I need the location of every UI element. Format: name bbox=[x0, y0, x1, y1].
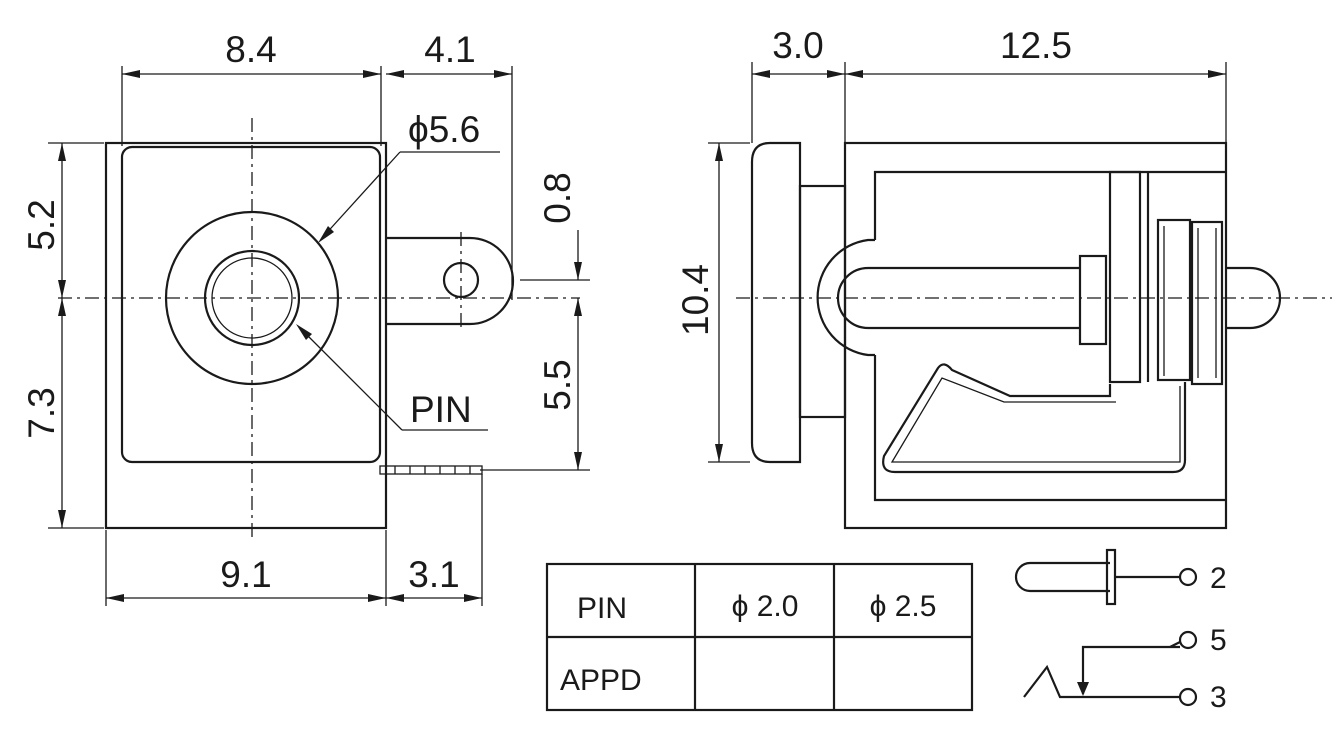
dim-5-2: 5.2 bbox=[21, 199, 62, 250]
dim-3-0: 3.0 bbox=[772, 25, 823, 66]
table-header-phi-2-5: ϕ 2.5 bbox=[870, 590, 937, 623]
pin-label-2: 2 bbox=[1210, 562, 1227, 595]
pin-collar bbox=[1078, 254, 1108, 346]
schematic-symbol: 2 5 3 bbox=[1014, 548, 1227, 714]
side-body bbox=[843, 141, 1228, 530]
side-view: 3.0 12.5 10.4 bbox=[675, 25, 1332, 530]
pin-callout-label: PIN bbox=[410, 389, 472, 430]
front-face bbox=[120, 145, 382, 464]
dim-7-3: 7.3 bbox=[21, 387, 62, 438]
dim-3-1: 3.1 bbox=[408, 554, 459, 595]
terminal-5 bbox=[1178, 630, 1198, 650]
table-row-appd: APPD bbox=[560, 664, 642, 697]
dim-4-1: 4.1 bbox=[424, 29, 475, 70]
pin-table: PIN ϕ 2.0 ϕ 2.5 APPD bbox=[545, 562, 974, 712]
pin-label-5: 5 bbox=[1210, 624, 1227, 657]
dim-12-5: 12.5 bbox=[1000, 25, 1072, 66]
dim-5-5: 5.5 bbox=[537, 359, 578, 410]
dim-0-8: 0.8 bbox=[537, 172, 578, 223]
spring-contact bbox=[882, 363, 1187, 474]
front-view: 8.4 4.1 ϕ5.6 5.2 7.3 0.8 5.5 PIN bbox=[21, 29, 590, 606]
dim-8-4: 8.4 bbox=[225, 29, 276, 70]
dim-10-4: 10.4 bbox=[675, 264, 716, 336]
dim-9-1: 9.1 bbox=[220, 554, 271, 595]
front-tab bbox=[385, 236, 515, 326]
pin-label-3: 3 bbox=[1210, 681, 1227, 714]
front-body-outline bbox=[104, 141, 388, 530]
table-header-phi-2-0: ϕ 2.0 bbox=[732, 590, 799, 623]
terminal-3 bbox=[1178, 687, 1198, 707]
side-flange bbox=[750, 141, 802, 464]
side-cavity bbox=[873, 170, 1226, 502]
dim-phi-5-6: ϕ5.6 bbox=[408, 109, 480, 150]
table-header-pin: PIN bbox=[577, 592, 627, 625]
terminal-2 bbox=[1178, 567, 1198, 587]
schematic-plug bbox=[1014, 561, 1110, 593]
